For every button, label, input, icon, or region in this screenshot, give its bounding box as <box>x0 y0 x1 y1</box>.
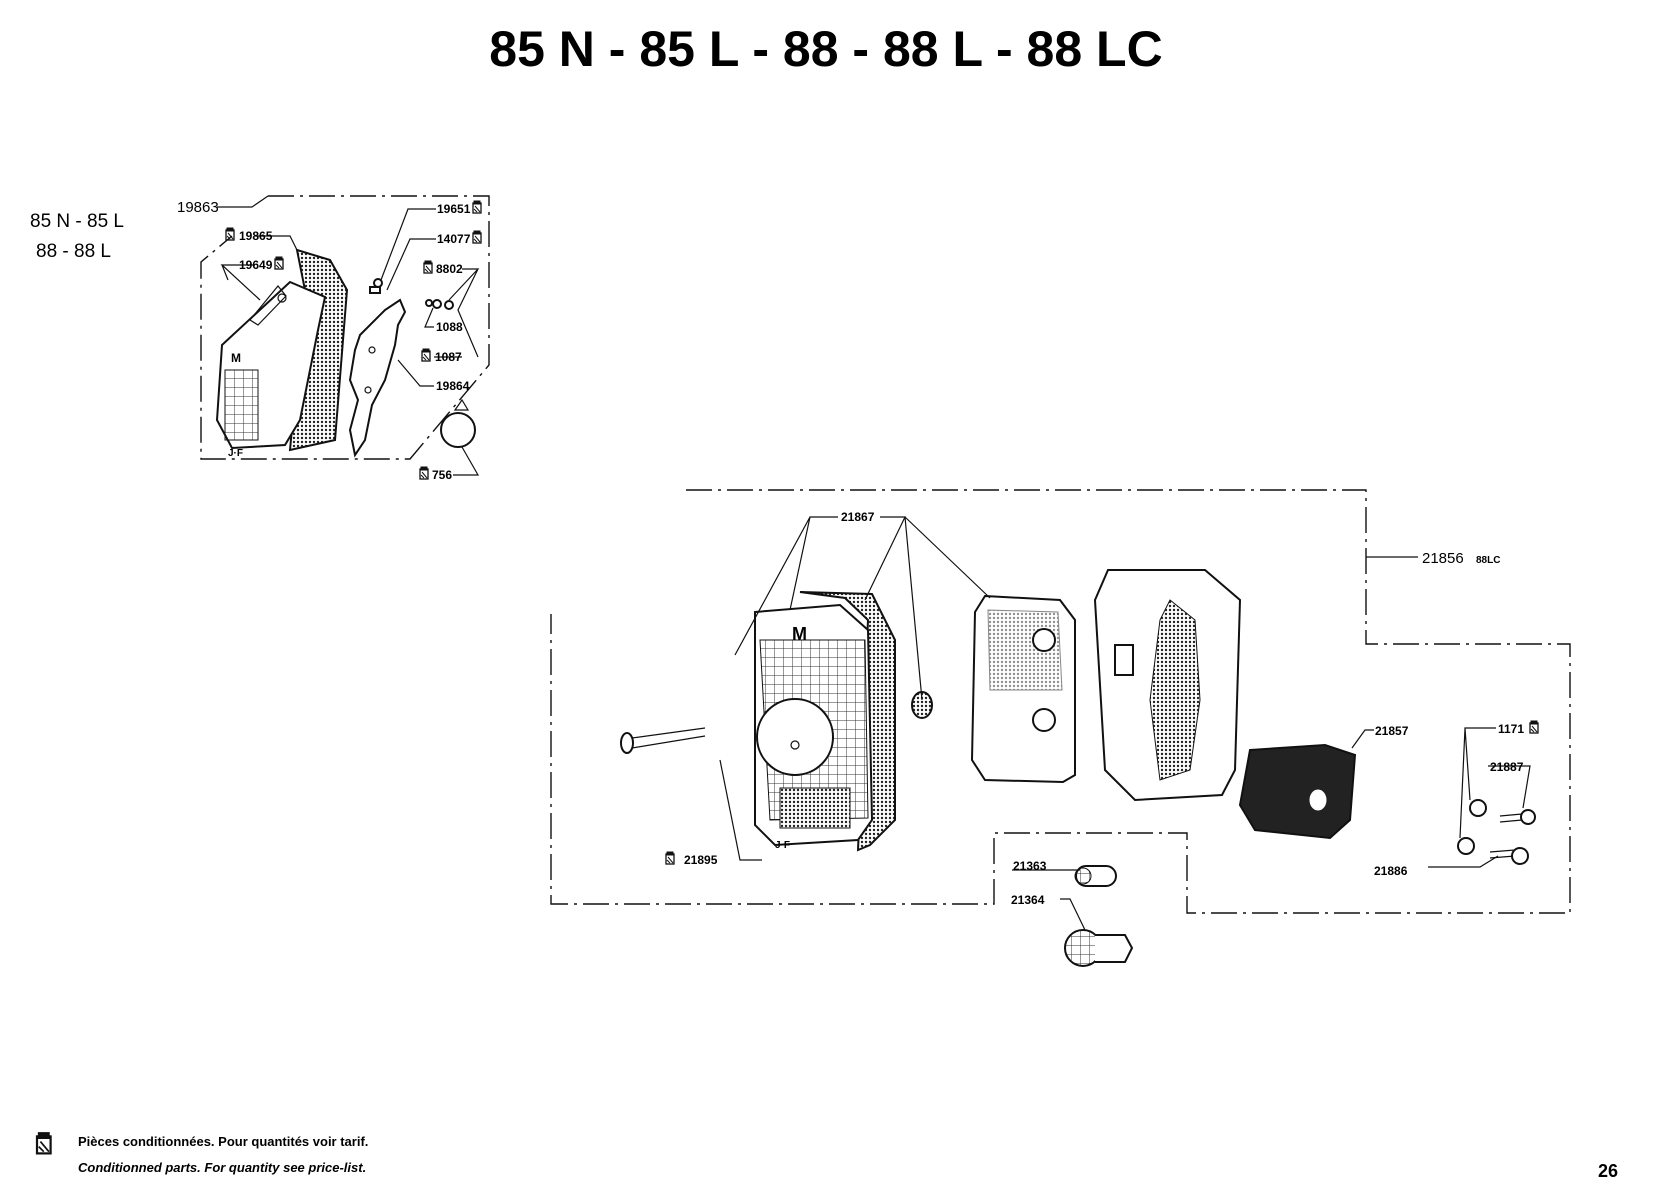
part-label-1087: 1087 <box>435 350 462 364</box>
large-assembly-outline <box>550 489 1571 914</box>
page-number: 26 <box>1598 1161 1618 1181</box>
lens-emblem: M <box>792 624 807 644</box>
part-label-19865: 19865 <box>239 229 273 243</box>
pkg-icon <box>472 230 482 244</box>
seal-hole <box>1309 789 1327 811</box>
page-title: 85 N - 85 L - 88 - 88 L - 88 LC <box>489 21 1162 77</box>
small-assembly-outline <box>200 195 490 460</box>
lens-maker-mark: J·F <box>775 840 790 851</box>
part-label-21364: 21364 <box>1011 893 1045 907</box>
pkg-icon <box>419 466 429 480</box>
lamp-housing <box>1093 569 1242 802</box>
part-label-1171: 1171 <box>1498 722 1524 736</box>
pkg-icon <box>472 200 482 214</box>
small-bracket <box>348 278 476 458</box>
small-emblem: M <box>231 351 241 365</box>
grommet <box>911 691 933 719</box>
part-label-21887: 21887 <box>1490 760 1524 774</box>
pkg-icon <box>1529 720 1539 734</box>
part-label-21867: 21867 <box>841 510 875 524</box>
long-screw <box>620 727 706 754</box>
part-label-21857: 21857 <box>1375 724 1409 738</box>
part-label-21363: 21363 <box>1013 859 1047 873</box>
part-label-1088: 1088 <box>436 320 463 334</box>
part-label-19649: 19649 <box>239 258 273 272</box>
part-label-756: 756 <box>432 468 452 482</box>
footer-note-fr: Pièces conditionnées. Pour quantités voi… <box>78 1134 368 1149</box>
part-label-21886: 21886 <box>1374 864 1408 878</box>
pkg-icon <box>274 256 284 270</box>
part-label-19863: 19863 <box>177 199 219 216</box>
pkg-icon <box>665 851 675 865</box>
part-label-14077: 14077 <box>437 232 471 246</box>
small-leader-lines <box>217 195 480 476</box>
pkg-icon <box>421 348 431 362</box>
small-maker-mark: J·F <box>228 448 243 459</box>
large-leader-lines <box>719 516 1531 931</box>
washers-and-screws <box>1457 799 1536 865</box>
part-label-21895: 21895 <box>684 853 718 867</box>
bulbs <box>1064 865 1134 967</box>
part-label-19651: 19651 <box>437 202 471 216</box>
models-label-1: 85 N - 85 L <box>30 211 124 232</box>
part-label-21856: 21856 <box>1422 550 1464 567</box>
pkg-icon <box>423 260 433 274</box>
part-label-19864: 19864 <box>436 379 470 393</box>
tail-lamp-lens: M J·F <box>754 603 874 851</box>
footer-note-en: Conditionned parts. For quantity see pri… <box>78 1160 366 1175</box>
small-lamp-housing: M J·F <box>215 280 327 459</box>
rubber-seal <box>1238 743 1357 840</box>
part-label-21856-note: 88LC <box>1476 555 1500 566</box>
models-label-2: 88 - 88 L <box>36 241 111 262</box>
conditioned-parts-icon <box>35 1131 52 1155</box>
reflector-plate <box>970 594 1076 784</box>
part-label-8802: 8802 <box>436 262 463 276</box>
